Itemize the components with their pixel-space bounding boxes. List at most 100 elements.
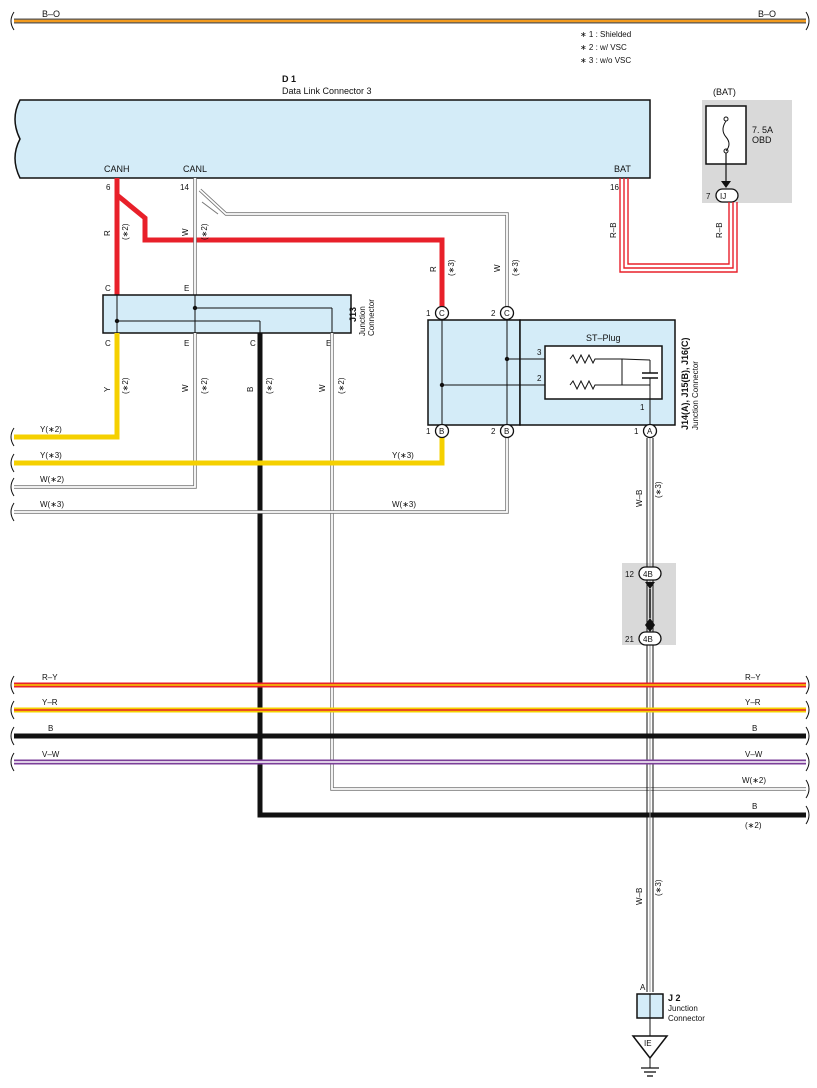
j13-bottom-pin-e2: E <box>326 339 331 348</box>
bottom-wire-v-w-left: V–W <box>42 750 60 759</box>
4b-top-id: 4B <box>643 570 653 579</box>
j15-pin-b2-conn: B <box>504 427 509 436</box>
s2-label-6: (∗2) <box>337 377 346 394</box>
j16-pin-c2-conn: C <box>504 309 510 318</box>
left-wire-y3-right: Y(∗3) <box>392 451 414 460</box>
bottom-wire-b-left: B <box>48 724 53 733</box>
j2-junction-connector: A J 2 Junction Connector <box>636 983 705 1036</box>
s3-label-4: (∗3) <box>654 879 663 896</box>
b-label-1: B <box>246 387 255 392</box>
wb-label-1: W–B <box>635 490 644 507</box>
r-label-2: R <box>429 266 438 272</box>
b-o-left-label: B–O <box>42 9 60 19</box>
arrow-up-icon <box>645 618 655 625</box>
s3-label-2: (∗3) <box>511 259 520 276</box>
d1-pin-14: 14 <box>180 183 189 192</box>
left-wire-y3: Y(∗3) <box>40 451 62 460</box>
legend-notes: ∗ 1 : Shielded ∗ 2 : w/ VSC ∗ 3 : w/o VS… <box>580 30 631 65</box>
bottom-wire-r-y-right: R–Y <box>745 673 761 682</box>
d1-pin-bat-label: BAT <box>614 164 631 174</box>
left-wire-w2: W(∗2) <box>40 475 64 484</box>
j15-pin-b1-num: 1 <box>426 427 431 436</box>
s3-label-3: (∗3) <box>654 481 663 498</box>
j2-name-2: Connector <box>668 1014 705 1023</box>
left-wires: Y(∗2) Y(∗3) Y(∗3) W(∗2) W(∗3) W(∗3) <box>10 425 509 522</box>
wire-r-b: R–B R–B <box>609 178 738 273</box>
j16-pin-c1-conn: C <box>439 309 445 318</box>
j2-name-1: Junction <box>668 1004 698 1013</box>
note-w-vsc: ∗ 2 : w/ VSC <box>580 43 627 52</box>
left-wire-w3-right: W(∗3) <box>392 500 416 509</box>
s2-label-1: (∗2) <box>121 223 130 240</box>
j13-bottom-pin-c2: C <box>250 339 256 348</box>
s2-label-5: (∗2) <box>265 377 274 394</box>
bottom-wire-y-r-right: Y–R <box>745 698 761 707</box>
wire-b-o-top: B–O B–O <box>10 9 810 31</box>
wire-w-b: W–B (∗3) W–B (∗3) 4B 12 4B 21 <box>622 438 676 992</box>
ground-triangle-icon <box>631 1035 669 1060</box>
bottom-wires: R–Y R–Y Y–R Y–R B B V–W V–W W(∗2) B (∗2) <box>10 673 810 830</box>
d1-pin-16: 16 <box>610 183 619 192</box>
fuse-name: OBD <box>752 135 772 145</box>
j16-pin-c2-num: 2 <box>491 309 496 318</box>
s3-label-1: (∗3) <box>447 259 456 276</box>
j2-id: J 2 <box>668 993 681 1003</box>
s2-label-4: (∗2) <box>200 377 209 394</box>
j14-pin-a1-num: 1 <box>634 427 639 436</box>
y-label-1: Y <box>103 386 112 392</box>
rb-label-left: R–B <box>609 222 618 238</box>
wb-label-2: W–B <box>635 888 644 905</box>
wire-canl-white: W (∗2) W (∗3) <box>181 178 520 307</box>
st-plug-label: ST–Plug <box>586 333 621 343</box>
fuse-amperage: 7. 5A <box>752 125 773 135</box>
ground-ie: IE <box>631 1035 669 1077</box>
r-label-1: R <box>103 230 112 236</box>
j14-name: Junction Connector <box>691 361 700 430</box>
j14-id: J14(A), J15(B), J16(C) <box>680 337 690 430</box>
4b-top-pin: 12 <box>625 570 634 579</box>
note-wo-vsc: ∗ 3 : w/o VSC <box>580 56 631 65</box>
left-wire-y2: Y(∗2) <box>40 425 62 434</box>
d1-pin-canh-label: CANH <box>104 164 130 174</box>
j14-pin-a1-conn: A <box>647 427 653 436</box>
d1-name: Data Link Connector 3 <box>282 86 372 96</box>
j13-top-pin-c: C <box>105 284 111 293</box>
st-plug-pin-3: 3 <box>537 348 542 357</box>
j15-pin-b2-num: 2 <box>491 427 496 436</box>
j16-pin-c1-num: 1 <box>426 309 431 318</box>
bat-fuse-block: (BAT) 7. 5A OBD IJ 7 <box>702 87 792 203</box>
j13-bottom-pin-e1: E <box>184 339 189 348</box>
arrow-down-icon <box>645 625 655 632</box>
j13-top-pin-e: E <box>184 284 189 293</box>
wire-canh-red: R (∗2) R (∗3) <box>103 178 456 307</box>
j15-pin-b1-conn: B <box>439 427 444 436</box>
d1-pin-6: 6 <box>106 183 111 192</box>
j2-pin-a: A <box>640 983 646 992</box>
bat-label: (BAT) <box>713 87 736 97</box>
b-o-right-label: B–O <box>758 9 776 19</box>
note-shielded: ∗ 1 : Shielded <box>580 30 631 39</box>
j13-bottom-pin-c1: C <box>105 339 111 348</box>
st-plug-pin-2: 2 <box>537 374 542 383</box>
w-label-4: W <box>318 384 327 392</box>
j13-name-2: Connector <box>367 299 376 336</box>
s2-label-3: (∗2) <box>121 377 130 394</box>
w-label-2: W <box>493 264 502 272</box>
arrow-down-icon <box>721 181 731 188</box>
ij-connector-id: IJ <box>720 192 726 201</box>
rb-label-right: R–B <box>715 222 724 238</box>
bottom-wire-s2-right: (∗2) <box>745 821 762 830</box>
j13-id: J13 <box>348 307 358 322</box>
4b-bottom-id: 4B <box>643 635 653 644</box>
d1-pin-canl-label: CANL <box>183 164 207 174</box>
w-label-1: W <box>181 228 190 236</box>
left-wire-w3: W(∗3) <box>40 500 64 509</box>
st-plug-pin-1: 1 <box>640 403 645 412</box>
s2-label-2: (∗2) <box>200 223 209 240</box>
j13-name-1: Junction <box>358 306 367 336</box>
bottom-wire-r-y-left: R–Y <box>42 673 58 682</box>
arrow-down-icon <box>645 582 655 589</box>
d1-id: D 1 <box>282 74 296 84</box>
wires-below-j13: Y (∗2) W (∗2) B (∗2) W (∗2) <box>14 333 806 818</box>
ground-id: IE <box>644 1039 652 1048</box>
